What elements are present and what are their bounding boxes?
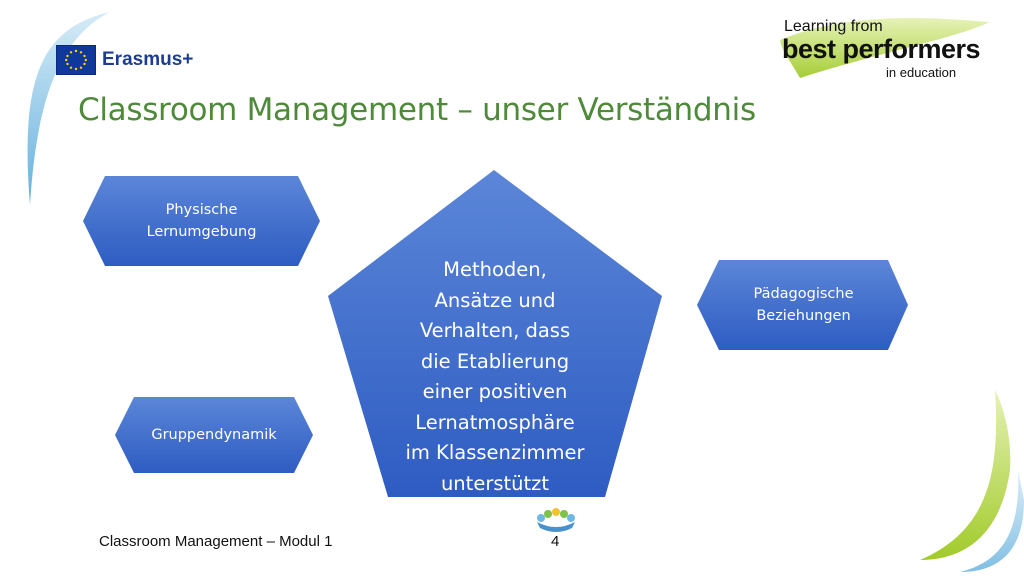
hexagon-pedagogical-relations [697,260,908,350]
brand-logo: Learning from best performers in educati… [768,14,988,84]
pentagon-center-text: Methoden, Ansätze und Verhalten, dass di… [368,255,622,499]
pentagon-center [328,170,662,497]
footer-logo [537,508,575,532]
hexagon-group-label: Gruppendynamik [134,397,294,473]
pentagon-line: Lernatmosphäre [415,410,575,434]
pentagon-line: Ansätze und [434,288,556,312]
hexagon-group-dynamics [115,397,313,473]
pentagon-line: die Etablierung [420,349,570,373]
hexagon-pedagogical-line1: Pädagogische [753,286,854,302]
erasmus-logo: Erasmus+ [56,44,196,76]
erasmus-logo-text: Erasmus+ [102,49,194,70]
footer-text: Classroom Management – Modul 1 [99,533,333,550]
hexagon-physical-line2: Lernumgebung [146,224,257,240]
pentagon-line: einer positiven [422,380,568,403]
hexagon-group-text: Gruppendynamik [151,427,277,443]
hexagon-pedagogical-line2: Beziehungen [756,308,851,324]
hexagon-physical-label: Physische Lernumgebung [105,176,298,266]
top-right-swoosh [780,17,990,78]
page-number: 4 [551,533,560,550]
hexagon-physical-environment [83,176,320,266]
brand-logo-line1: Learning from [784,18,883,35]
eu-flag-icon [56,45,96,75]
hexagon-pedagogical-label: Pädagogische Beziehungen [719,260,888,350]
bottom-right-swoosh [920,390,1011,560]
hexagon-physical-line1: Physische [165,202,238,218]
bottom-right-swoosh-blue [960,470,1024,572]
brand-logo-line2: best performers [782,34,981,64]
brand-logo-line3: in education [886,65,957,80]
pentagon-line: im Klassenzimmer [405,441,585,464]
pentagon-line: unterstützt [440,471,550,495]
slide-title: Classroom Management – unser Verständnis [78,92,756,128]
top-left-swoosh [27,12,110,205]
pentagon-line: Verhalten, dass [419,319,571,342]
pentagon-line: Methoden, [443,258,547,281]
